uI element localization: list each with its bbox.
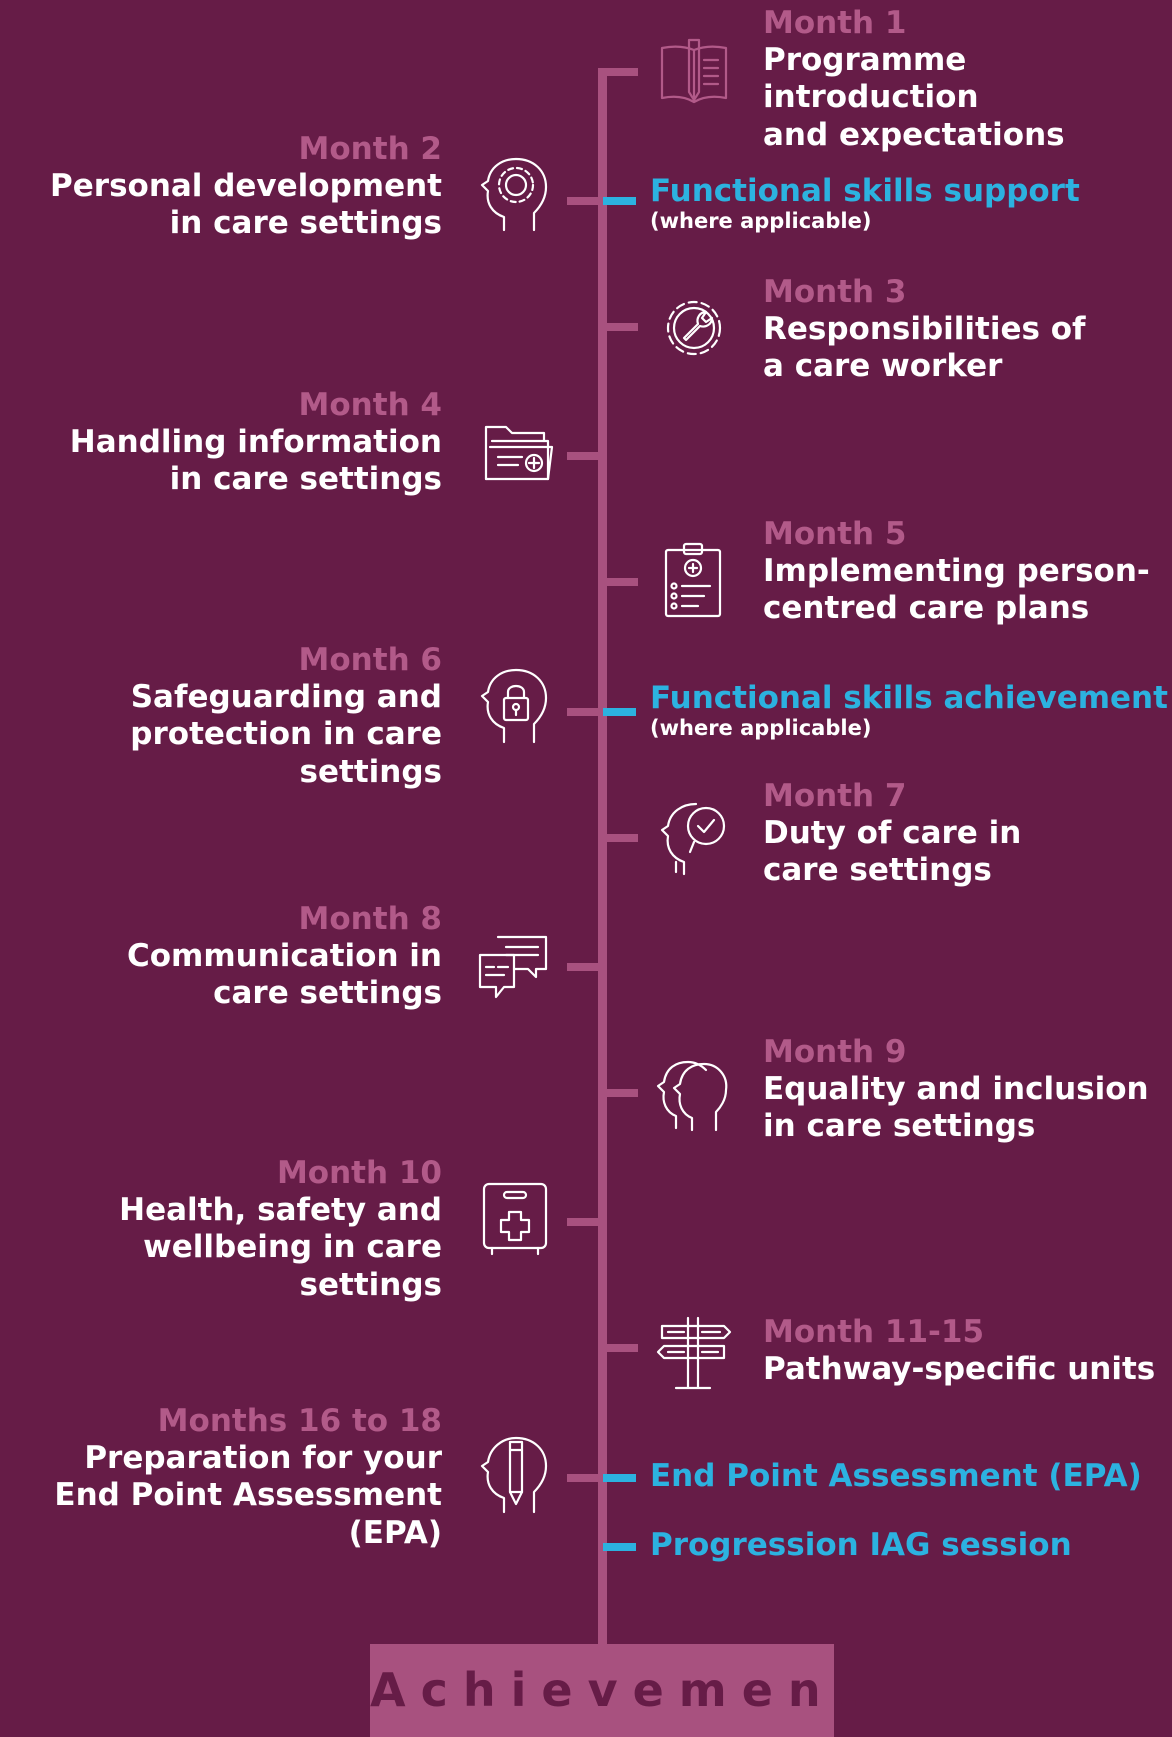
module-title: Equality and inclusion in care settings bbox=[763, 1071, 1149, 1145]
branch-tick bbox=[603, 1344, 638, 1352]
month-label: Month 5 bbox=[763, 516, 907, 552]
signpost-icon bbox=[654, 1312, 734, 1392]
book-pencil-icon bbox=[654, 32, 734, 112]
milestone-functional-skills-support: Functional skills support (where applica… bbox=[650, 174, 1080, 233]
month-label: Month 4 bbox=[298, 387, 442, 423]
module-title: Pathway-specific units bbox=[763, 1351, 1156, 1388]
chat-bubbles-icon bbox=[474, 925, 554, 1005]
milestone-title: Functional skills support bbox=[650, 173, 1080, 209]
timeline-entry-month-2: Month 2 Personal development in care set… bbox=[50, 131, 442, 243]
milestone-functional-skills-achievement: Functional skills achievement (where app… bbox=[650, 681, 1168, 740]
branch-tick bbox=[603, 323, 638, 331]
milestone-title: Functional skills achievement bbox=[650, 680, 1168, 716]
clipboard-medical-icon bbox=[654, 540, 734, 620]
timeline-entry-month-4: Month 4 Handling information in care set… bbox=[70, 387, 442, 499]
head-gear-icon bbox=[474, 155, 554, 235]
folder-medical-icon bbox=[478, 413, 558, 493]
month-label: Month 10 bbox=[276, 1155, 442, 1191]
milestone-note: (where applicable) bbox=[650, 209, 872, 234]
milestone-note: (where applicable) bbox=[650, 716, 872, 741]
month-label: Month 7 bbox=[763, 778, 907, 814]
month-label: Month 6 bbox=[298, 642, 442, 678]
branch-tick bbox=[603, 834, 638, 842]
module-title: Responsibilities of a care worker bbox=[763, 311, 1086, 385]
branch-tick bbox=[567, 963, 603, 971]
timeline-spine bbox=[598, 68, 607, 1644]
gear-wrench-icon bbox=[654, 288, 734, 368]
milestone-tick bbox=[603, 197, 636, 205]
branch-tick bbox=[603, 1089, 638, 1097]
timeline-entry-month-8: Month 8 Communication in care settings bbox=[127, 901, 442, 1013]
timeline-entry-month-3: Month 3 Responsibilities of a care worke… bbox=[763, 274, 1086, 386]
month-label: Months 16 to 18 bbox=[157, 1403, 442, 1439]
timeline-entry-month-5: Month 5 Implementing person- centred car… bbox=[763, 516, 1150, 628]
branch-tick bbox=[567, 452, 603, 460]
module-title: Implementing person- centred care plans bbox=[763, 553, 1150, 627]
achievement-banner: Achievement bbox=[370, 1644, 858, 1737]
month-label: Month 9 bbox=[763, 1034, 907, 1070]
milestone-tick bbox=[603, 708, 636, 716]
branch-tick bbox=[567, 708, 603, 716]
module-title: Safeguarding and protection in care sett… bbox=[130, 679, 442, 790]
module-title: Duty of care in care settings bbox=[763, 815, 1022, 889]
branch-tick bbox=[567, 1474, 603, 1482]
timeline-entry-month-7: Month 7 Duty of care in care settings bbox=[763, 778, 1021, 890]
branch-tick bbox=[567, 1218, 603, 1226]
head-check-icon bbox=[654, 798, 734, 878]
milestone-title: End Point Assessment (EPA) bbox=[650, 1458, 1142, 1494]
month-label: Month 2 bbox=[298, 131, 442, 167]
milestone-tick bbox=[603, 1474, 636, 1482]
milestone-end-point-assessment: End Point Assessment (EPA) bbox=[650, 1459, 1142, 1493]
module-title: Handling information in care settings bbox=[69, 424, 442, 498]
head-lock-icon bbox=[474, 666, 554, 746]
two-heads-icon bbox=[654, 1054, 734, 1134]
month-label: Month 1 bbox=[763, 5, 907, 41]
branch-tick bbox=[567, 197, 603, 205]
milestone-progression-iag-session: Progression IAG session bbox=[650, 1528, 1072, 1562]
timeline-entry-month-1: Month 1 Programme introduction and expec… bbox=[763, 5, 1172, 154]
milestone-title: Progression IAG session bbox=[650, 1527, 1072, 1563]
month-label: Month 8 bbox=[298, 901, 442, 937]
timeline-entry-month-11-15: Month 11-15 Pathway-specific units bbox=[763, 1314, 1155, 1388]
month-label: Month 3 bbox=[763, 274, 907, 310]
module-title: Communication in care settings bbox=[126, 938, 442, 1012]
branch-tick bbox=[603, 578, 638, 586]
first-aid-kit-icon bbox=[474, 1178, 554, 1258]
milestone-tick bbox=[603, 1543, 636, 1551]
timeline-entry-month-9: Month 9 Equality and inclusion in care s… bbox=[763, 1034, 1149, 1146]
module-title: Preparation for your End Point Assessmen… bbox=[54, 1440, 442, 1551]
head-pencil-icon bbox=[474, 1434, 554, 1514]
branch-tick bbox=[603, 68, 638, 76]
timeline-entry-months-16-to-18: Months 16 to 18 Preparation for your End… bbox=[54, 1403, 442, 1552]
module-title: Personal development in care settings bbox=[50, 168, 442, 242]
month-label: Month 11-15 bbox=[763, 1314, 985, 1350]
module-title: Health, safety and wellbeing in care set… bbox=[119, 1192, 442, 1303]
timeline-entry-month-6: Month 6 Safeguarding and protection in c… bbox=[0, 642, 442, 791]
timeline-entry-month-10: Month 10 Health, safety and wellbeing in… bbox=[0, 1155, 442, 1304]
module-title: Programme introduction and expectations bbox=[763, 42, 1065, 153]
